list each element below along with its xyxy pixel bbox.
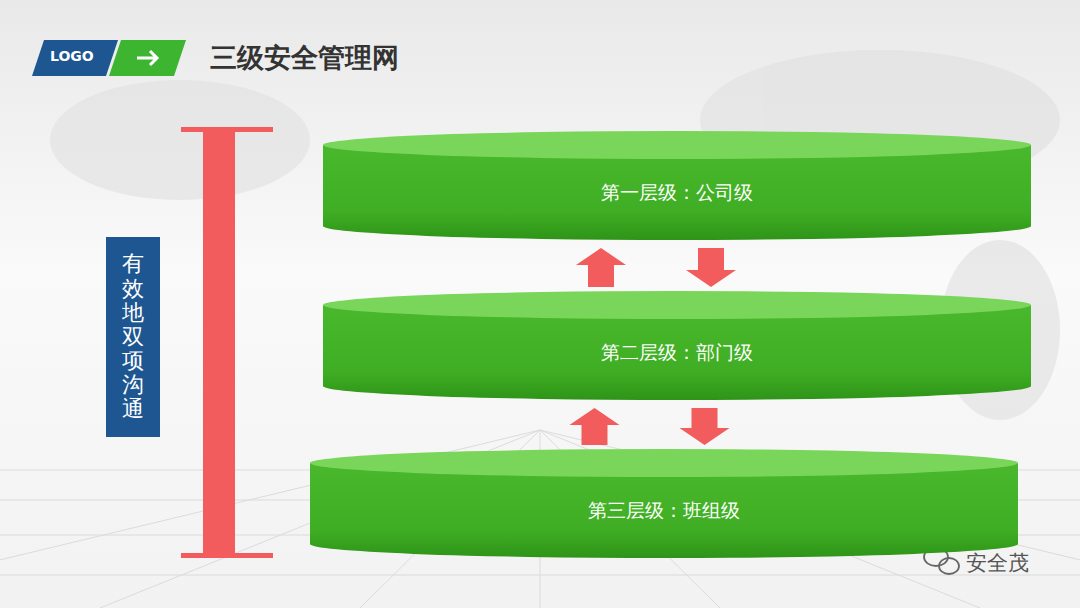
disc-top bbox=[323, 291, 1031, 319]
logo-bar bbox=[32, 40, 118, 76]
logo-arrow-bar bbox=[109, 40, 186, 76]
vertical-text: 有效地双项沟通 bbox=[122, 252, 144, 421]
layer-text: 第二层级：部门级 bbox=[323, 340, 1031, 366]
disc-body bbox=[323, 305, 1031, 400]
logo-text: LOGO bbox=[50, 48, 94, 64]
block-arrow bbox=[680, 408, 730, 445]
label-box: 有效地双项沟通 bbox=[106, 237, 160, 437]
layer-disc: 第三层级：班组级 bbox=[310, 449, 1018, 558]
disc-top bbox=[323, 131, 1031, 159]
layer-text: 第一层级：公司级 bbox=[323, 180, 1031, 206]
block-arrow bbox=[576, 248, 626, 287]
disc-top bbox=[310, 449, 1018, 477]
block-arrow bbox=[686, 248, 736, 287]
arrow-icon bbox=[137, 51, 157, 65]
disc-body bbox=[310, 463, 1018, 558]
disc-body bbox=[323, 145, 1031, 240]
title: 三级安全管理网 bbox=[210, 40, 399, 76]
world-map-shade bbox=[50, 50, 1060, 420]
watermark: 安全茂 bbox=[966, 549, 1029, 577]
layer-text: 第三层级：班组级 bbox=[310, 498, 1018, 524]
layer-disc: 第二层级：部门级 bbox=[323, 291, 1031, 400]
layer-disc: 第一层级：公司级 bbox=[323, 131, 1031, 240]
bracket bbox=[181, 127, 273, 558]
floor-grid bbox=[0, 430, 1080, 608]
block-arrow bbox=[570, 408, 620, 445]
